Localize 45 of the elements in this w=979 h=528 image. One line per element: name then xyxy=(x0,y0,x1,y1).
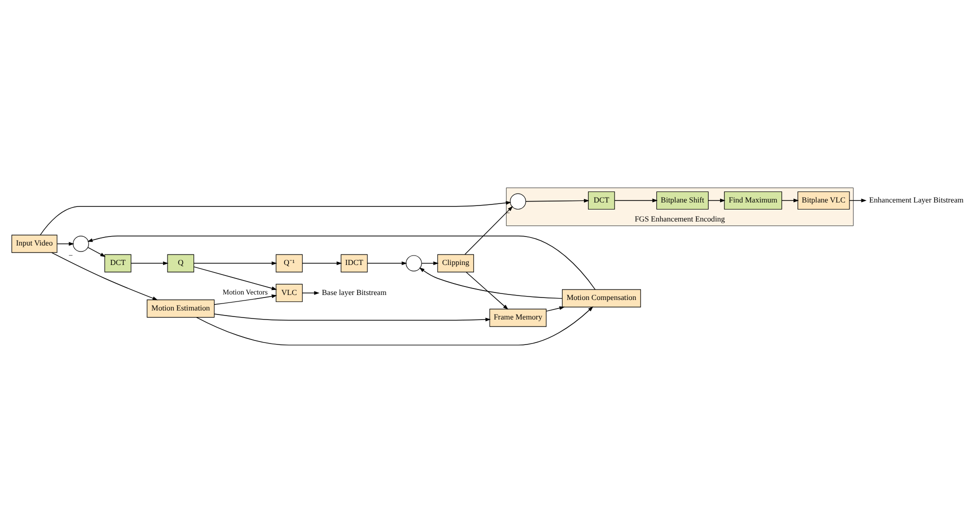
arrow xyxy=(196,306,594,345)
node-box: DCT xyxy=(104,254,132,272)
arrow xyxy=(419,266,563,298)
arrow xyxy=(88,246,106,256)
node-box: Q xyxy=(167,254,194,272)
arrow xyxy=(708,198,726,202)
node-box: Motion Estimation xyxy=(146,299,215,318)
node-label: − xyxy=(68,250,73,260)
node-box: Find Maximum xyxy=(724,190,782,210)
arrow xyxy=(782,198,799,202)
arrow xyxy=(466,271,508,310)
node-box: Bitplane VLC xyxy=(798,190,850,210)
node-circle xyxy=(510,192,526,210)
arrow xyxy=(87,235,596,290)
arrow xyxy=(614,198,658,202)
node-circle xyxy=(72,235,89,252)
arrow xyxy=(214,294,278,304)
node-box: DCT xyxy=(588,190,615,210)
arrow xyxy=(421,260,439,265)
arrow xyxy=(56,241,74,246)
node-box: VLC xyxy=(276,283,303,302)
arrow xyxy=(367,260,408,265)
node-box: IDCT xyxy=(340,254,368,272)
node-circle xyxy=(406,254,422,271)
arrow xyxy=(194,260,278,265)
node-box: Bitplane Shift xyxy=(656,190,709,210)
arrow xyxy=(525,198,590,202)
arrow xyxy=(130,260,168,265)
arrow xyxy=(546,306,565,312)
arrow xyxy=(51,252,158,300)
node-box: Input Video xyxy=(11,234,58,252)
arrow xyxy=(302,290,320,294)
edge-label: Motion Vectors xyxy=(222,286,268,296)
node-text: Enhancement Layer Bitstream xyxy=(869,194,964,204)
arrow xyxy=(40,200,512,235)
node-box: Frame Memory xyxy=(489,308,546,326)
node-box: Clipping xyxy=(437,254,474,272)
node-box: Motion Compensation xyxy=(562,288,641,307)
node-text: Base layer Bitstream xyxy=(322,287,387,296)
arrow xyxy=(194,266,278,290)
arrow xyxy=(464,206,513,254)
arrow xyxy=(302,260,342,265)
arrow xyxy=(849,198,867,202)
node-box: Q⁻¹ xyxy=(276,254,303,272)
arrow xyxy=(214,313,491,321)
